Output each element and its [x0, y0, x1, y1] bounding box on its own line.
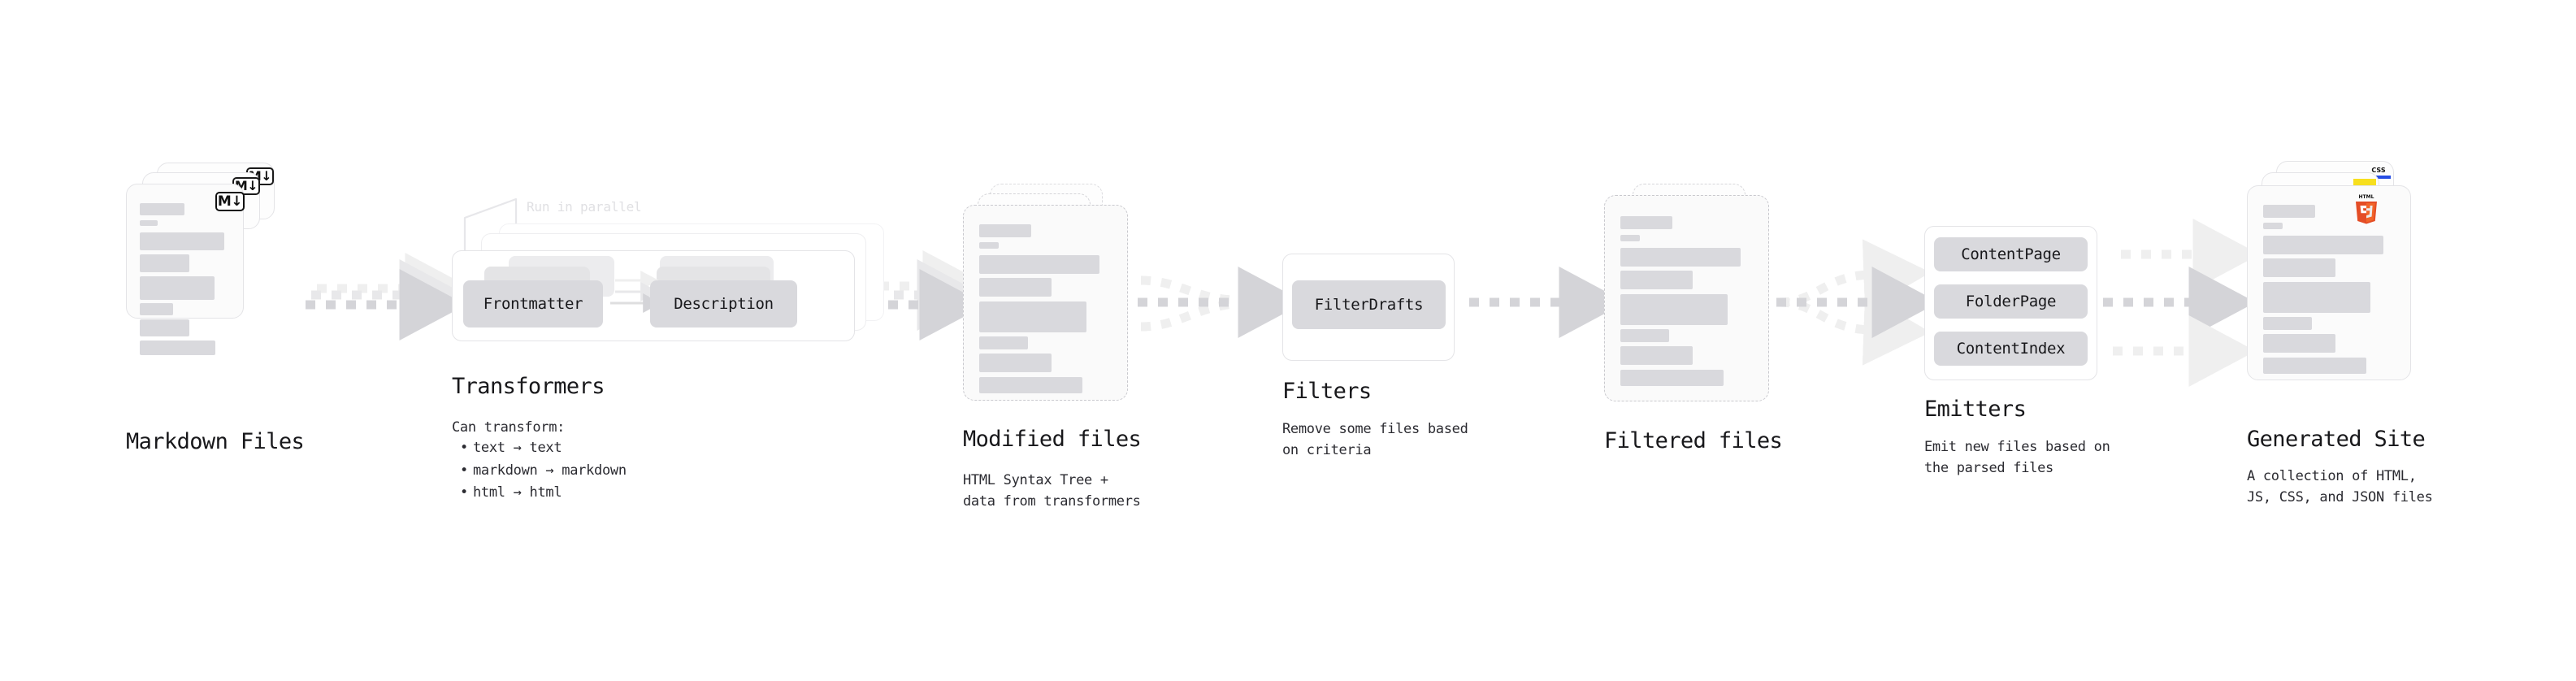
- skeleton-line: [979, 301, 1086, 332]
- skeleton-line: [1620, 370, 1724, 386]
- skeleton-line: [1620, 216, 1672, 229]
- css-badge: CSS: [2366, 166, 2391, 179]
- skeleton-line: [2263, 282, 2370, 313]
- modified-card-front: [963, 205, 1128, 401]
- emitters-subtitle: Emit new files based on the parsed files: [1924, 439, 2110, 477]
- skeleton-line: [1620, 329, 1669, 342]
- skeleton-line: [140, 203, 184, 215]
- css-badge-text: CSS: [2371, 167, 2386, 174]
- transformer-chip-description[interactable]: Description: [650, 280, 797, 327]
- stage-title-filters: Filters: [1282, 379, 1372, 404]
- generated-site-subtitle: A collection of HTML, JS, CSS, and JSON …: [2247, 468, 2433, 506]
- arrow-emitters-to-generated: [2103, 219, 2260, 387]
- markdown-badge-text: M↓: [217, 193, 243, 210]
- skeleton-line: [140, 340, 215, 355]
- skeleton-line: [979, 278, 1052, 297]
- stage-title-filtered-files: Filtered files: [1604, 428, 1783, 453]
- skeleton-line: [140, 276, 215, 300]
- stage-title-modified-files: Modified files: [963, 427, 1142, 452]
- filter-chip-filterdrafts[interactable]: FilterDrafts: [1292, 280, 1446, 329]
- svg-text:HTML: HTML: [2359, 194, 2374, 200]
- arrow-modified-to-filters: [1138, 267, 1305, 338]
- filters-subtitle: Remove some files based on criteria: [1282, 421, 1468, 459]
- skeleton-line: [1620, 235, 1640, 241]
- skeleton-line: [140, 220, 158, 226]
- skeleton-line: [2263, 317, 2312, 330]
- skeleton-line: [2263, 205, 2315, 218]
- skeleton-line: [2263, 236, 2383, 254]
- transformer-chip-frontmatter[interactable]: Frontmatter: [463, 280, 603, 327]
- skeleton-line: [1620, 346, 1693, 365]
- skeleton-line: [1620, 248, 1741, 267]
- html5-icon: HTML: [2356, 194, 2377, 224]
- skeleton-line: [979, 377, 1082, 393]
- skeleton-line: [140, 303, 173, 315]
- skeleton-line: [979, 255, 1099, 274]
- emitter-chip-contentindex[interactable]: ContentIndex: [1934, 332, 2088, 366]
- skeleton-line: [1620, 271, 1693, 289]
- skeleton-line: [2263, 223, 2283, 229]
- skeleton-line: [140, 319, 189, 336]
- skeleton-line: [2263, 258, 2335, 277]
- skeleton-line: [140, 232, 224, 250]
- stage-title-generated-site: Generated Site: [2247, 427, 2426, 452]
- skeleton-line: [979, 354, 1052, 372]
- run-in-parallel-label: Run in parallel: [527, 199, 642, 215]
- stage-title-transformers: Transformers: [452, 374, 605, 399]
- arrow-filtered-to-emitters: [1776, 239, 1939, 366]
- emitter-chip-folderpage[interactable]: FolderPage: [1934, 284, 2088, 319]
- skeleton-line: [2263, 358, 2366, 374]
- list-item: text → text: [460, 437, 627, 460]
- generated-card-front: [2247, 185, 2411, 380]
- arrow-markdown-to-transformers: [306, 253, 472, 340]
- stage-title-markdown-files: Markdown Files: [126, 429, 305, 454]
- emitter-chip-contentpage[interactable]: ContentPage: [1934, 237, 2088, 271]
- html5-badge: HTML: [2353, 192, 2380, 224]
- transformers-bullet-list: text → text markdown → markdown html → h…: [460, 437, 627, 505]
- skeleton-line: [979, 336, 1028, 349]
- filtered-card-front: [1604, 195, 1769, 401]
- stage-title-emitters: Emitters: [1924, 397, 2027, 422]
- skeleton-line: [979, 224, 1031, 237]
- css-badge-bar: [2366, 176, 2391, 179]
- skeleton-line: [1620, 294, 1728, 325]
- skeleton-line: [2263, 334, 2335, 353]
- list-item: html → html: [460, 482, 627, 505]
- transformers-sub-heading: Can transform:: [452, 419, 566, 436]
- skeleton-line: [140, 254, 189, 272]
- skeleton-line: [979, 242, 999, 249]
- markdown-badge-front: M↓: [215, 192, 245, 211]
- modified-files-subtitle: HTML Syntax Tree + data from transformer…: [963, 472, 1141, 510]
- list-item: markdown → markdown: [460, 460, 627, 483]
